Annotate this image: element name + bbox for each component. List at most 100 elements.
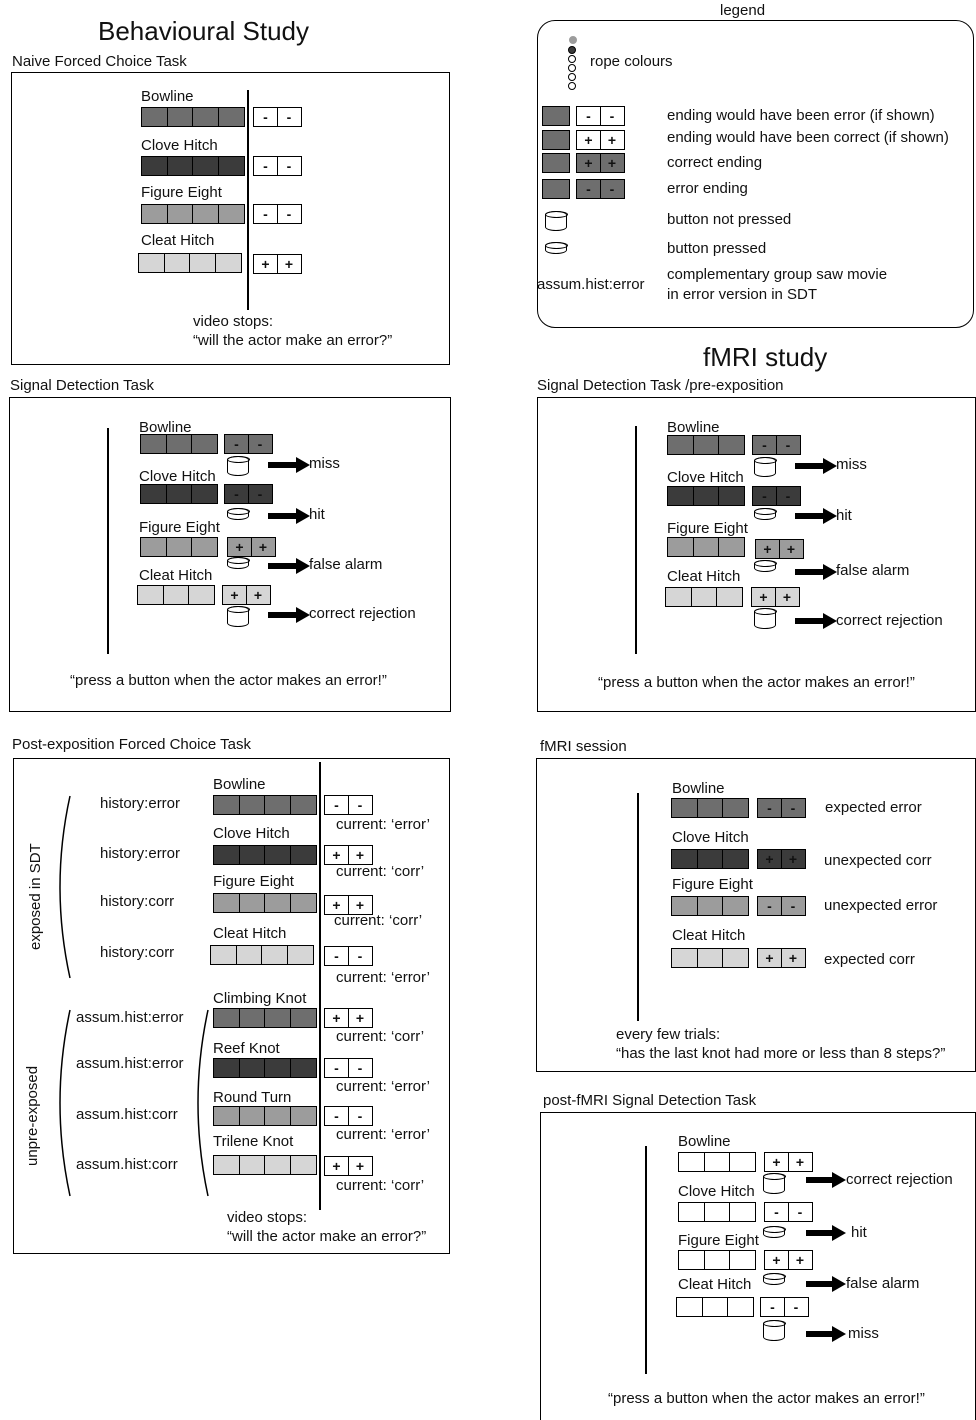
- history-label: assum.hist:corr: [76, 1106, 178, 1123]
- arrow-icon: [806, 1326, 846, 1342]
- timeline-line: [107, 428, 109, 654]
- sign: +: [599, 153, 625, 173]
- sign: +: [787, 1250, 813, 1270]
- sign: +: [347, 895, 373, 915]
- video-stops-text: video stops:: [193, 313, 274, 330]
- knot-label: Trilene Knot: [213, 1133, 294, 1150]
- ending-boxes: --: [752, 486, 801, 506]
- history-label: assum.hist:error: [76, 1055, 184, 1072]
- rope-bar: [141, 204, 245, 224]
- timeline-line: [319, 762, 321, 1210]
- group-bracket: [197, 1009, 209, 1197]
- knot-label: Figure Eight: [672, 876, 753, 893]
- sign: -: [324, 1058, 349, 1078]
- sign: -: [347, 795, 373, 815]
- sign: +: [347, 1008, 373, 1028]
- ending-boxes: --: [324, 795, 373, 815]
- sign: +: [755, 539, 780, 559]
- knot-label: Bowline: [678, 1133, 731, 1150]
- rope-bar: [667, 435, 745, 455]
- ending-boxes: --: [253, 204, 302, 224]
- sign: -: [780, 798, 806, 818]
- knot-label: Figure Eight: [139, 519, 220, 536]
- ending-boxes: ++: [324, 1008, 373, 1028]
- button-icon: [226, 605, 250, 627]
- legend-text: ending would have been correct (if shown…: [667, 129, 949, 146]
- current-label: current: ‘corr’: [336, 863, 425, 880]
- current-label: current: ‘error’: [336, 816, 430, 833]
- outcome-label: hit: [309, 506, 325, 523]
- sign: -: [775, 486, 801, 506]
- legend-text: error ending: [667, 180, 748, 197]
- timeline-line: [247, 90, 249, 310]
- rope-bar: [141, 107, 245, 127]
- knot-label: Figure Eight: [678, 1232, 759, 1249]
- video-stops-text: video stops:: [227, 1209, 308, 1226]
- group-label-exposed: exposed in SDT: [27, 843, 44, 950]
- button-icon: [544, 210, 568, 231]
- press-button-text: “press a button when the actor makes an …: [608, 1390, 925, 1407]
- sign: -: [757, 798, 782, 818]
- timeline-line: [645, 1146, 647, 1374]
- session-label: expected error: [825, 799, 922, 816]
- sdt-panel: [9, 397, 451, 712]
- arrow-icon: [268, 607, 310, 623]
- sign: +: [780, 849, 806, 869]
- knot-label: Clove Hitch: [672, 829, 749, 846]
- button-icon: [762, 1172, 786, 1194]
- legend-panel: [537, 20, 974, 328]
- legend-rope-swatch: [542, 153, 570, 173]
- sign: +: [253, 254, 278, 274]
- rope-colour-dot: [568, 73, 576, 81]
- current-label: current: ‘error’: [336, 969, 430, 986]
- sign: -: [253, 204, 278, 224]
- knot-label: Clove Hitch: [141, 137, 218, 154]
- sign: +: [757, 849, 782, 869]
- sign: +: [276, 254, 302, 274]
- ending-boxes: ++: [764, 1152, 813, 1172]
- rope-colour-dot: [568, 55, 576, 63]
- arrow-icon: [806, 1225, 846, 1241]
- legend-ending-boxes: ++: [576, 130, 625, 150]
- history-label: history:error: [100, 795, 181, 812]
- history-label: history:error: [100, 845, 181, 862]
- sign: -: [783, 1297, 809, 1317]
- sign: +: [227, 537, 252, 557]
- session-label: unexpected error: [824, 897, 938, 914]
- outcome-label: correct rejection: [309, 605, 416, 622]
- rope-bar: [140, 434, 218, 454]
- naive-task-title: Naive Forced Choice Task: [12, 53, 187, 70]
- button-icon: [762, 1319, 786, 1341]
- outcome-label: correct rejection: [846, 1171, 953, 1188]
- sign: +: [751, 587, 776, 607]
- knot-label: Clove Hitch: [678, 1183, 755, 1200]
- legend-title: legend: [720, 2, 766, 19]
- will-error-text: “will the actor make an error?”: [227, 1228, 427, 1245]
- arrow-icon: [795, 613, 837, 629]
- ending-boxes: ++: [764, 1250, 813, 1270]
- rope-bar: [678, 1250, 756, 1270]
- rope-bar: [213, 1058, 317, 1078]
- sign: -: [347, 946, 373, 966]
- button-icon: [753, 507, 777, 520]
- ending-boxes: --: [224, 484, 273, 504]
- knot-label: Bowline: [213, 776, 266, 793]
- ending-boxes: --: [324, 946, 373, 966]
- ending-boxes: --: [760, 1297, 809, 1317]
- arrow-icon: [268, 558, 310, 574]
- ending-boxes: ++: [222, 585, 271, 605]
- button-icon: [226, 556, 250, 569]
- rope-bar: [213, 845, 317, 865]
- history-label: history:corr: [100, 944, 175, 961]
- outcome-label: correct rejection: [836, 612, 943, 629]
- sign: +: [324, 845, 349, 865]
- knot-label: Clove Hitch: [667, 469, 744, 486]
- legend-ending-boxes: --: [576, 106, 625, 126]
- sign: +: [324, 1008, 349, 1028]
- sign: +: [347, 845, 373, 865]
- button-icon: [753, 456, 777, 477]
- ending-boxes: --: [253, 107, 302, 127]
- legend-rope-swatch: [542, 130, 570, 150]
- legend-text: complementary group saw movie: [667, 266, 888, 283]
- rope-bar: [671, 896, 749, 916]
